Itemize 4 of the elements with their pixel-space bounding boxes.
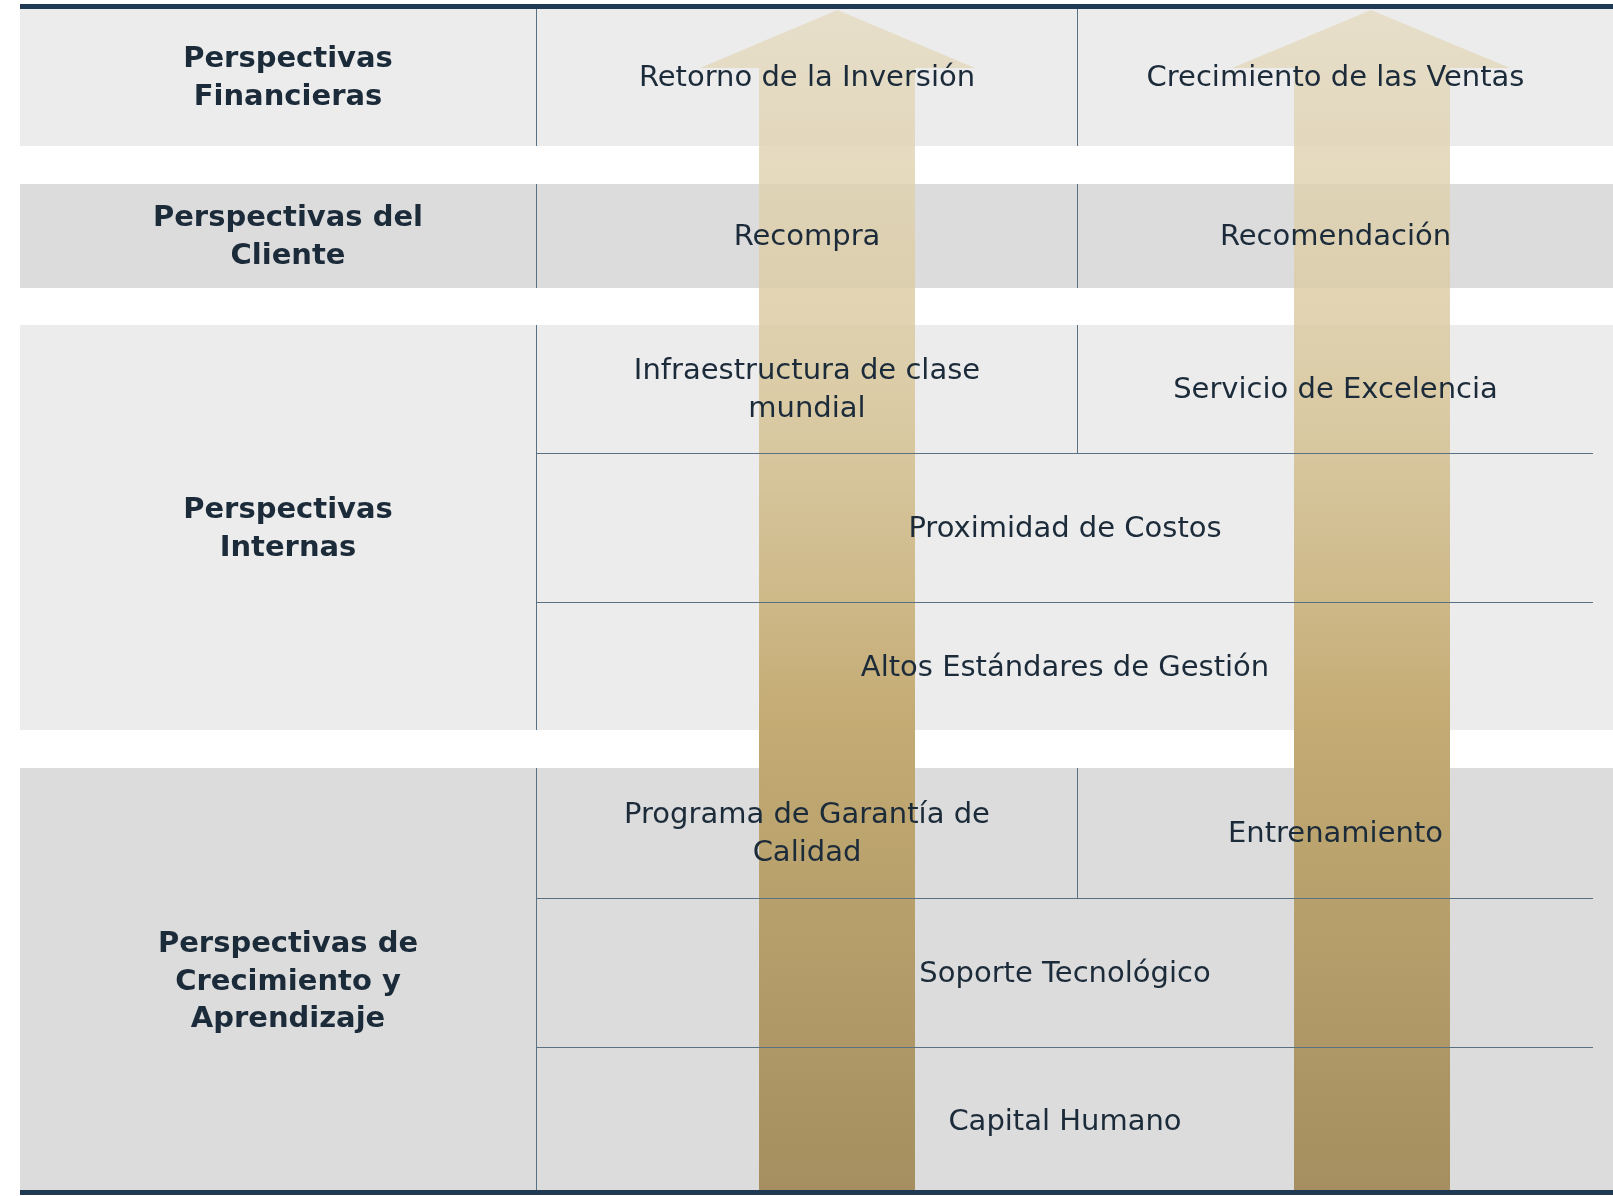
row-heading: Perspectivas de Crecimiento y Aprendizaje	[156, 923, 420, 1037]
row-heading: Perspectivas Financieras	[182, 39, 394, 114]
row-heading: Perspectivas Internas	[182, 489, 394, 565]
row-heading: Perspectivas del Cliente	[151, 198, 425, 273]
